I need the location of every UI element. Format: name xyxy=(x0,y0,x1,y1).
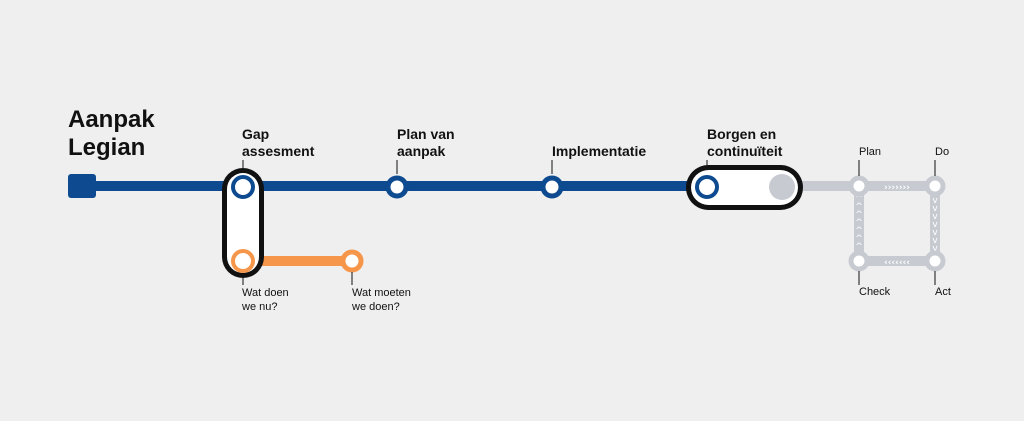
station-wat-doen-we-nu xyxy=(231,249,255,273)
label-gap-assesment-line-2: assesment xyxy=(242,143,315,159)
cycle-arrows-right: ››››››› xyxy=(884,183,910,193)
label-implementatie: Implementatie xyxy=(552,143,646,160)
label-wat-doen-line-1: Wat doen xyxy=(242,287,289,299)
station-gap-assesment xyxy=(231,175,255,199)
label-act: Act xyxy=(935,286,951,298)
station-implementatie xyxy=(540,175,564,199)
label-implementatie-line-1: Implementatie xyxy=(552,143,647,159)
station-plan xyxy=(848,175,870,197)
label-wat-moeten-line-2: we doen? xyxy=(352,301,400,313)
interchange-gap-assesment xyxy=(222,168,264,278)
station-borgen-en-continuiteit xyxy=(695,175,719,199)
label-gap-assesment: Gap assesment xyxy=(242,126,314,160)
cycle-arrows-up: ^^^^^^^ xyxy=(855,194,863,252)
label-wat-moeten-line-1: Wat moeten xyxy=(352,287,411,299)
label-plan-van-aanpak: Plan van aanpak xyxy=(397,126,455,160)
label-wat-doen-we-nu: Wat doen we nu? xyxy=(242,286,289,314)
label-plan-van-aanpak-line-1: Plan van xyxy=(397,126,455,142)
cycle-top-edge xyxy=(854,181,940,191)
cycle-arrows-left: ‹‹‹‹‹‹‹ xyxy=(884,258,910,268)
label-plan: Plan xyxy=(859,146,882,158)
station-wat-moeten-we-doen xyxy=(340,249,364,273)
interchange-borgen xyxy=(686,165,803,210)
station-cycle-entry xyxy=(769,174,795,200)
cycle-right-edge xyxy=(930,186,940,261)
line-start-terminal xyxy=(68,174,96,198)
label-plan-van-aanpak-line-2: aanpak xyxy=(397,143,446,159)
branch-line xyxy=(240,256,352,266)
label-borgen-line-1: Borgen en xyxy=(707,126,777,142)
label-gap-assesment-line-1: Gap xyxy=(242,126,270,142)
station-do xyxy=(924,175,946,197)
label-borgen-line-2: continuïteit xyxy=(707,143,783,159)
label-wat-doen-line-2: we nu? xyxy=(242,301,278,313)
station-act xyxy=(924,250,946,272)
station-plan-van-aanpak xyxy=(385,175,409,199)
station-check xyxy=(848,250,870,272)
title-line-1: Aanpak xyxy=(68,106,155,133)
label-check: Check xyxy=(859,286,891,298)
title-line-2: Legian xyxy=(68,134,146,161)
cycle-left-edge xyxy=(854,186,864,261)
label-do: Do xyxy=(935,146,950,158)
label-wat-moeten-we-doen: Wat moeten we doen? xyxy=(352,286,411,314)
diagram-title: Aanpak Legian xyxy=(68,106,155,162)
label-ticks xyxy=(242,160,936,285)
label-borgen-en-continuiteit: Borgen en continuïteit xyxy=(707,126,782,160)
cycle-bottom-edge xyxy=(854,256,940,266)
cycle-connector-line xyxy=(770,181,860,191)
